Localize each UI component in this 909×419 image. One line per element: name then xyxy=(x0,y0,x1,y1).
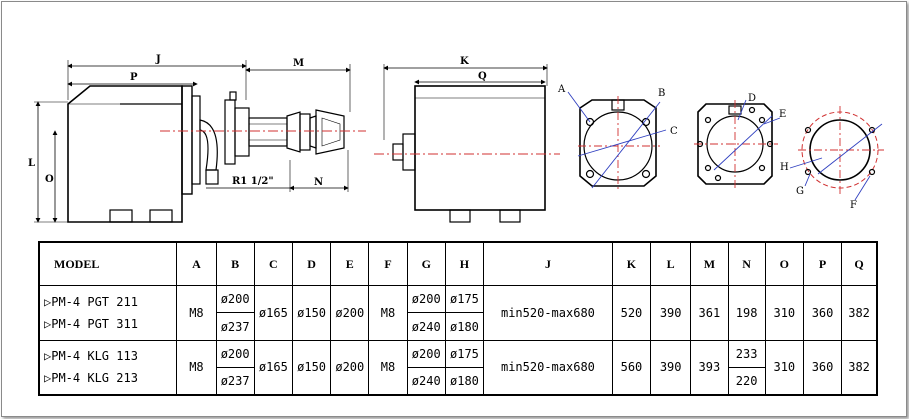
table-row: ▷PM-4 KLG 113 ▷PM-4 KLG 213 M8 ø200 ø165… xyxy=(38,339,878,396)
flange-label-f: F xyxy=(850,200,857,211)
cell-b: ø237 xyxy=(215,312,255,341)
cell-c: ø165 xyxy=(253,339,293,396)
cell-f: M8 xyxy=(368,339,408,396)
model-item: ▷PM-4 KLG 113 xyxy=(44,349,138,364)
cell-b: ø237 xyxy=(215,367,255,396)
flange-label-h: H xyxy=(780,162,789,173)
cell-m: 393 xyxy=(690,339,729,396)
header-f: F xyxy=(368,241,408,287)
model-item: ▷PM-4 PGT 211 xyxy=(44,294,138,309)
cell-b: ø200 xyxy=(215,339,255,369)
cell-h: ø175 xyxy=(444,339,485,369)
cell-g: ø200 xyxy=(406,339,446,369)
dim-label-l: L xyxy=(28,158,35,169)
dim-label-n: N xyxy=(314,177,323,188)
cell-g: ø200 xyxy=(406,285,446,314)
model-cell: ▷PM-4 PGT 211 ▷PM-4 PGT 311 xyxy=(38,285,178,341)
cell-g: ø240 xyxy=(406,367,446,396)
dim-label-m: M xyxy=(293,58,304,69)
header-p: P xyxy=(802,241,843,287)
header-h: H xyxy=(444,241,485,287)
cell-a: M8 xyxy=(176,339,217,396)
cell-e: ø200 xyxy=(330,285,370,341)
cell-n: 220 xyxy=(727,367,766,396)
cell-k: 520 xyxy=(611,285,652,341)
cell-a: M8 xyxy=(176,285,217,341)
table-row: ø237 ø240 ø180 xyxy=(39,312,877,341)
cell-f: M8 xyxy=(368,285,408,341)
table-header-row: MODEL A B C D E F G H J K L M N O P Q xyxy=(38,241,878,287)
header-g: G xyxy=(406,241,446,287)
table-row: ▷PM-4 PGT 211 ▷PM-4 PGT 311 M8 ø200 ø165… xyxy=(38,285,878,341)
spec-table: MODEL A B C D E F G H J K L M N O P Q ▷P… xyxy=(38,241,878,396)
model-item: ▷PM-4 PGT 311 xyxy=(44,316,138,331)
header-d: D xyxy=(291,241,332,287)
cell-d: ø150 xyxy=(291,285,332,341)
dim-label-r1: R1 1/2" xyxy=(232,176,274,187)
cell-q: 382 xyxy=(841,285,878,341)
flange-label-c: C xyxy=(670,126,678,137)
dim-label-p: P xyxy=(130,72,138,83)
header-k: K xyxy=(611,241,652,287)
flange-f-g-h xyxy=(789,106,884,201)
cell-n: 233 xyxy=(727,339,766,369)
header-q: Q xyxy=(841,241,878,287)
cell-q: 382 xyxy=(841,339,878,396)
cell-p: 360 xyxy=(802,285,843,341)
cell-e: ø200 xyxy=(330,339,370,396)
header-e: E xyxy=(330,241,370,287)
cell-h: ø180 xyxy=(444,367,485,396)
cell-h: ø180 xyxy=(444,312,485,341)
header-n: N xyxy=(727,241,766,287)
cell-n: 198 xyxy=(727,285,766,341)
dim-label-q: Q xyxy=(478,71,487,82)
header-l: L xyxy=(650,241,692,287)
cell-d: ø150 xyxy=(291,339,332,396)
header-model: MODEL xyxy=(38,241,178,287)
flange-a-b-c xyxy=(567,91,667,192)
flange-label-d: D xyxy=(748,93,756,104)
cell-h: ø175 xyxy=(444,285,485,314)
technical-drawing: J P M L O R1 1/2" N K Q A B C xyxy=(28,54,884,223)
dim-label-j: J xyxy=(155,54,161,65)
model-item: ▷PM-4 KLG 213 xyxy=(44,371,138,386)
header-m: M xyxy=(690,241,729,287)
dim-label-o: O xyxy=(45,174,54,185)
cell-j: min520-max680 xyxy=(483,339,613,396)
cell-m: 361 xyxy=(690,285,729,341)
header-c: C xyxy=(253,241,293,287)
flange-label-g: G xyxy=(796,186,804,197)
side-view xyxy=(34,60,366,223)
front-view xyxy=(374,64,560,223)
dim-label-k: K xyxy=(460,56,469,67)
header-o: O xyxy=(764,241,804,287)
cell-g: ø240 xyxy=(406,312,446,341)
model-cell: ▷PM-4 KLG 113 ▷PM-4 KLG 213 xyxy=(38,339,178,396)
cell-k: 560 xyxy=(611,339,652,396)
cell-j: min520-max680 xyxy=(483,285,613,341)
flange-label-a: A xyxy=(557,84,566,95)
cell-l: 390 xyxy=(650,339,692,396)
cell-b: ø200 xyxy=(215,285,255,314)
flange-label-b: B xyxy=(658,88,665,99)
cell-c: ø165 xyxy=(253,285,293,341)
table-row: ø237 ø240 ø180 220 xyxy=(39,367,877,396)
header-a: A xyxy=(176,241,217,287)
flange-label-e: E xyxy=(779,109,786,120)
header-j: J xyxy=(483,241,613,287)
cell-o: 310 xyxy=(764,339,804,396)
cell-p: 360 xyxy=(802,339,843,396)
cell-o: 310 xyxy=(764,285,804,341)
header-b: B xyxy=(215,241,255,287)
flange-d-e-h xyxy=(694,99,781,190)
cell-l: 390 xyxy=(650,285,692,341)
